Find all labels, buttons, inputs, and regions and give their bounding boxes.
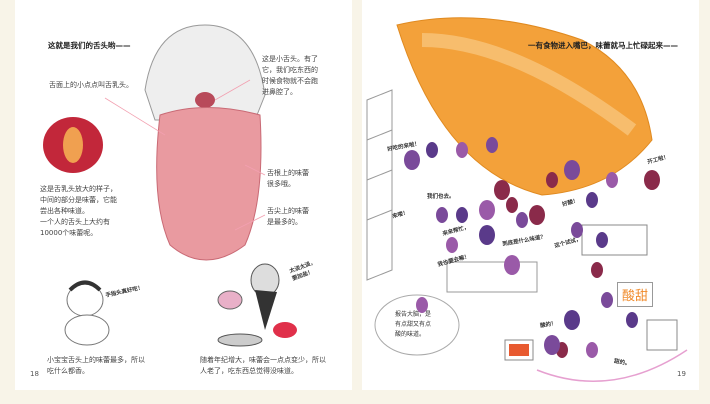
food-table <box>446 261 538 293</box>
page-number: 18 <box>30 370 39 378</box>
taste-bud-creature <box>456 207 468 223</box>
papillae-label: 舌面上的小点点叫舌乳头。 <box>49 81 133 89</box>
taste-bud-creature <box>564 160 580 180</box>
taste-bud-creature <box>529 205 545 225</box>
truck <box>581 224 648 256</box>
taste-bud-creatures <box>404 137 660 358</box>
taste-bud-creature <box>486 137 498 153</box>
uvula-text: 这是小舌头。有了它，我们吃东西的时候食物就不会跑进鼻腔了。 <box>262 55 318 96</box>
taste-bud-creature <box>546 172 558 188</box>
old-man-illustration <box>217 263 297 347</box>
heading: 这就是我们的舌头哟—— <box>48 41 131 50</box>
taste-bud-creature <box>586 192 598 208</box>
taste-bud-creature <box>506 197 518 213</box>
taste-bud-illustration <box>366 17 688 382</box>
page-number: 19 <box>677 370 686 378</box>
taste-bud-creature <box>404 150 420 170</box>
taste-bud-creature <box>446 237 458 253</box>
taste-bud-creature <box>586 342 598 358</box>
uvula <box>195 92 215 108</box>
taste-bud-creature <box>571 222 583 238</box>
taste-bud-creature <box>606 172 618 188</box>
heading: 一有食物进入嘴巴，味蕾就马上忙碌起来—— <box>528 41 678 50</box>
crane-scaffold <box>366 89 393 281</box>
mouth-outline <box>144 24 266 121</box>
taste-bud-creature <box>601 292 613 308</box>
taste-bud-creature <box>626 312 638 328</box>
taste-bud-creature <box>596 232 608 248</box>
report-cloud <box>374 294 460 356</box>
right-page: 一有食物进入嘴巴，味蕾就马上忙碌起来—— 好吃的来啦！ 我们也去。 来喽！ 来来… <box>362 0 699 390</box>
flavor-sign: 酸甜 <box>617 282 654 307</box>
taste-bud-creature <box>544 335 560 355</box>
bubble-2: 我们也去。 <box>427 194 455 200</box>
tongue-root-text: 舌根上的味蕾很多哦。 <box>267 169 309 188</box>
report-text: 报告大脑，是有点甜又有点酸的味道。 <box>395 311 432 338</box>
taste-bud-creature <box>516 212 528 228</box>
taste-bud-creature <box>564 310 580 330</box>
tongue-illustration <box>43 24 297 347</box>
baby-illustration <box>64 280 110 346</box>
taste-bud-creature <box>644 170 660 190</box>
taste-bud-creature <box>456 142 468 158</box>
taste-bud-creature <box>479 225 495 245</box>
tongue-tip-text: 舌尖上的味蕾是最多的。 <box>267 207 309 226</box>
taste-bud-creature <box>426 142 438 158</box>
old-man-caption: 随着年纪增大，味蕾会一点点变少，所以人老了，吃东西总觉得没味道。 <box>200 356 326 375</box>
taste-bud-creature <box>494 180 510 200</box>
taste-bud-creature <box>504 255 520 275</box>
taste-bud-creature <box>479 200 495 220</box>
orange-segment <box>396 17 653 196</box>
baby-caption: 小宝宝舌头上的味蕾最多，所以吃什么都香。 <box>47 356 145 375</box>
papilla-closeup <box>43 117 103 173</box>
taste-bud-creature <box>591 262 603 278</box>
taste-bud-creature <box>436 207 448 223</box>
control-panel <box>646 319 678 351</box>
taste-bud-creature <box>416 297 428 313</box>
left-page: 这就是我们的舌头哟—— 舌面上的小点点叫舌乳头。 这是小舌头。有了它，我们吃东西… <box>15 0 352 390</box>
tongue <box>156 107 262 261</box>
